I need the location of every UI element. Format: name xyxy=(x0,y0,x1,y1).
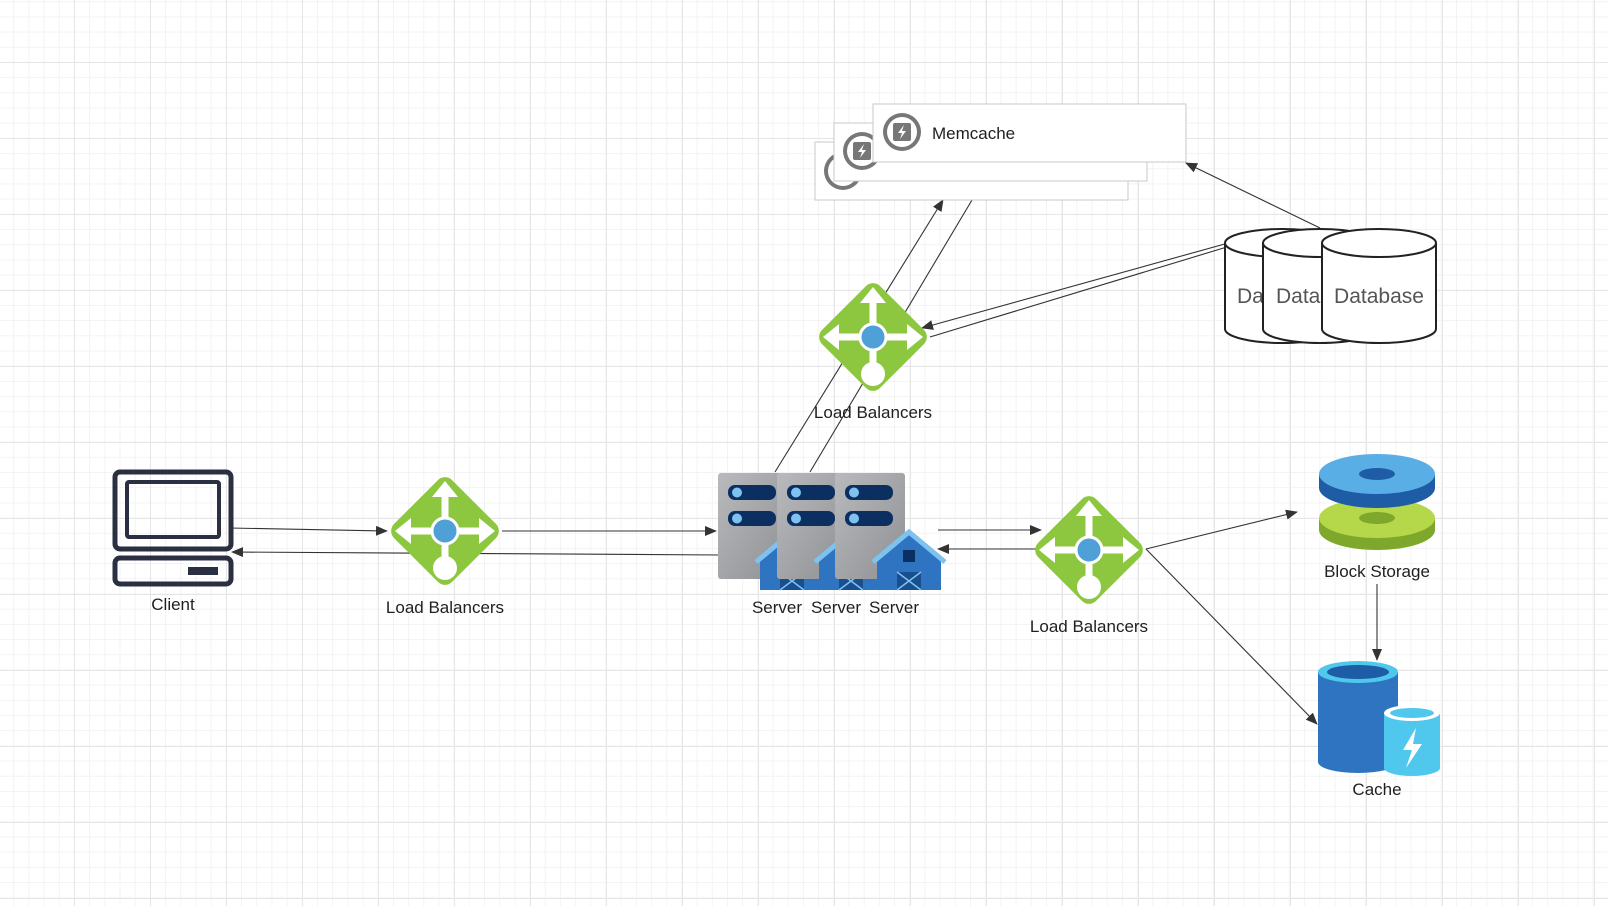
client-to-lb-arrow[interactable] xyxy=(228,525,388,536)
load-balancer-top-label: Load Balancers xyxy=(814,403,932,422)
load-balancer-icon xyxy=(387,473,503,589)
database-stack[interactable]: Da Data Database xyxy=(1224,228,1437,344)
connectors xyxy=(228,162,1382,725)
database-label: Data xyxy=(1276,285,1321,308)
server-node[interactable]: Server xyxy=(718,473,828,617)
client-node[interactable]: Client xyxy=(112,469,234,614)
load-balancer-icon xyxy=(1031,492,1147,608)
block-storage-node[interactable]: Block Storage xyxy=(1319,454,1435,581)
memcache-icon xyxy=(883,113,921,151)
load-balancer-right[interactable]: Load Balancers xyxy=(1030,492,1148,636)
server-group[interactable]: Server Server Server xyxy=(718,473,945,617)
server-node[interactable]: Server xyxy=(835,473,945,617)
block-storage-icon xyxy=(1319,454,1435,550)
load-balancer-right-label: Load Balancers xyxy=(1030,617,1148,636)
db-to-memcache-arrow[interactable] xyxy=(1185,162,1321,229)
computer-icon xyxy=(112,469,234,587)
client-label: Client xyxy=(151,595,195,614)
server-node[interactable]: Server xyxy=(777,473,887,617)
database-node[interactable]: Database xyxy=(1321,228,1437,344)
server-label: Server xyxy=(752,598,802,617)
lb-top-to-db-line[interactable] xyxy=(929,239,1251,338)
load-balancer-left-label: Load Balancers xyxy=(386,598,504,617)
database-node[interactable]: Data xyxy=(1262,228,1378,344)
load-balancer-icon xyxy=(815,279,931,395)
cache-node[interactable]: Cache xyxy=(1318,661,1440,799)
load-balancer-left[interactable]: Load Balancers xyxy=(386,473,504,617)
cache-label: Cache xyxy=(1352,780,1401,799)
database-label: Database xyxy=(1334,285,1424,308)
database-node[interactable]: Da xyxy=(1224,228,1340,344)
block-storage-label: Block Storage xyxy=(1324,562,1430,581)
server-label: Server xyxy=(869,598,919,617)
memcache-label: Memcache xyxy=(932,124,1015,143)
db-to-lb-top-arrow[interactable] xyxy=(921,231,1269,330)
server-label: Server xyxy=(811,598,861,617)
lb-right-to-cache-arrow[interactable] xyxy=(1145,548,1318,725)
memcache-card-front[interactable]: Memcache xyxy=(872,103,1187,163)
cache-icon xyxy=(1318,661,1440,776)
lb-right-to-block-storage-arrow[interactable] xyxy=(1145,509,1298,550)
load-balancer-top[interactable]: Load Balancers xyxy=(814,279,932,422)
database-label: Da xyxy=(1237,285,1264,308)
memcache-stack[interactable]: Memcache xyxy=(814,103,1187,201)
